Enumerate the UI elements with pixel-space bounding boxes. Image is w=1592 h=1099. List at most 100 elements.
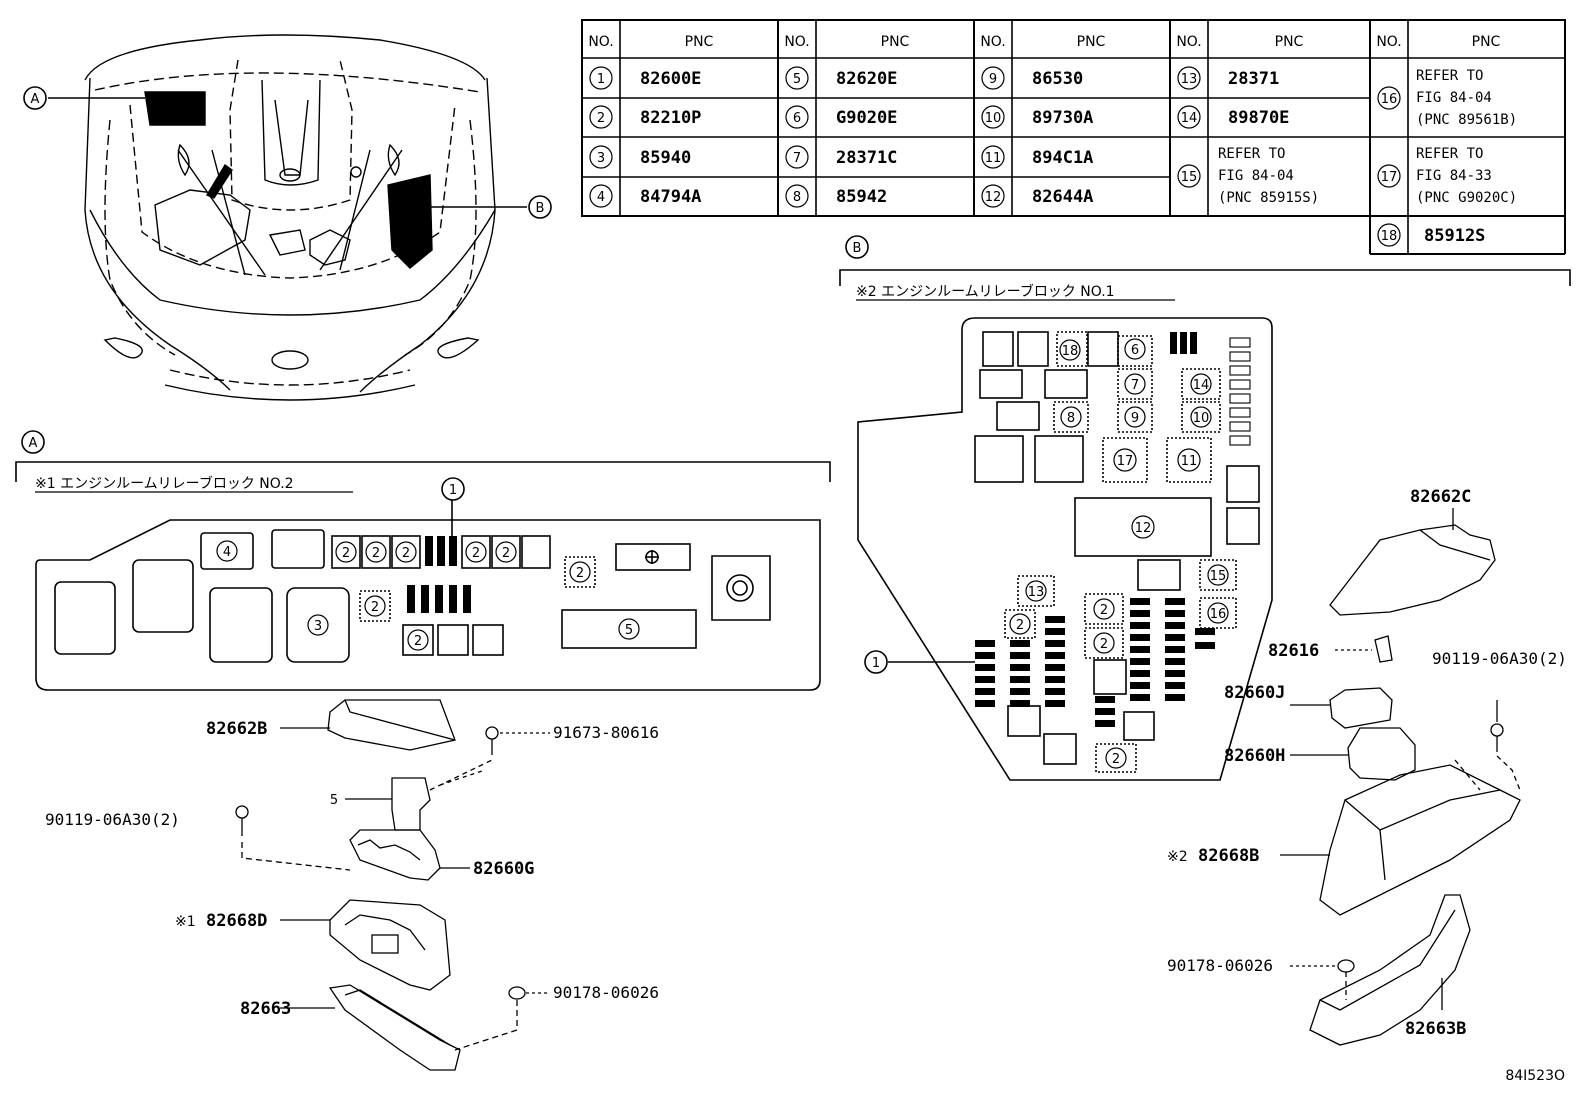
table-ref-line: (PNC G9020C) — [1416, 190, 1517, 206]
block-a-callout-circles — [216, 540, 640, 651]
section-a-marker: A — [29, 436, 38, 451]
part-item-5: 5 — [330, 793, 338, 808]
table-ref-line: FIG 84-04 — [1218, 168, 1294, 184]
part-82668D: 82668D — [206, 911, 267, 931]
block-b-label-6: 6 — [1131, 343, 1139, 358]
block-b-label-14: 14 — [1193, 378, 1210, 393]
relay-block-no1 — [857, 317, 1273, 781]
parts-table — [581, 19, 1566, 255]
table-cell-no: 12 — [985, 190, 1002, 205]
marker-a-car — [23, 86, 47, 110]
table-cell-no: 16 — [1381, 92, 1398, 107]
block-a-label-2: 2 — [472, 546, 480, 561]
section-b-bracket — [839, 235, 1571, 301]
part-note-1: ※1 — [175, 914, 196, 930]
table-cell-no: 4 — [597, 190, 605, 205]
table-header-pnc-4: PNC — [1275, 34, 1304, 50]
table-cell-pnc: G9020E — [836, 108, 897, 128]
block-b-label-13: 13 — [1028, 585, 1045, 600]
table-cell-no: 15 — [1181, 170, 1198, 185]
table-cell-pnc: 82644A — [1032, 187, 1093, 207]
block-b-label-2: 2 — [1016, 618, 1024, 633]
table-cell-no: 3 — [597, 151, 605, 166]
block-a-label-4: 4 — [223, 545, 231, 560]
table-ref-line: REFER TO — [1416, 68, 1483, 84]
part-82662B: 82662B — [206, 719, 267, 739]
block-b-label-18: 18 — [1062, 344, 1079, 359]
table-number-circles — [589, 66, 1401, 247]
table-cell-pnc: 89870E — [1228, 108, 1289, 128]
block-a-label-3: 3 — [314, 619, 322, 634]
part-82660J: 82660J — [1224, 683, 1285, 703]
block-a-label-1: 1 — [449, 483, 457, 498]
block-b-label-16: 16 — [1210, 607, 1227, 622]
block-b-label-2: 2 — [1100, 603, 1108, 618]
table-cell-pnc: 85940 — [640, 148, 691, 168]
part-82660H: 82660H — [1224, 746, 1285, 766]
block-a-label-2: 2 — [576, 566, 584, 581]
section-b-caption: ※2 エンジンルームリレーブロック NO.1 — [856, 283, 1115, 300]
table-header-no-1: NO. — [588, 34, 613, 50]
table-cell-no: 1 — [597, 72, 605, 87]
table-cell-no: 13 — [1181, 72, 1198, 87]
table-cell-no: 2 — [597, 111, 605, 126]
table-header-pnc-1: PNC — [685, 34, 714, 50]
table-cell-no: 8 — [793, 190, 801, 205]
table-header-no-4: NO. — [1176, 34, 1201, 50]
table-header-no-2: NO. — [784, 34, 809, 50]
table-cell-no: 18 — [1381, 229, 1398, 244]
table-cell-pnc: 82210P — [640, 108, 701, 128]
part-note-2: ※2 — [1167, 849, 1188, 865]
part-82660G: 82660G — [473, 859, 534, 879]
table-cell-no: 7 — [793, 151, 801, 166]
figure-id: 84I523O — [1505, 1068, 1565, 1084]
table-header-no-5: NO. — [1376, 34, 1401, 50]
table-cell-no: 6 — [793, 111, 801, 126]
block-a-label-5: 5 — [625, 623, 633, 638]
part-90178-06026: 90178-06026 — [553, 983, 659, 1002]
table-cell-no: 14 — [1181, 111, 1198, 126]
table-cell-pnc: 85942 — [836, 187, 887, 207]
left-exploded-parts — [235, 699, 550, 1071]
block-a-label-2: 2 — [372, 546, 380, 561]
table-header-no-3: NO. — [980, 34, 1005, 50]
table-cell-pnc: 86530 — [1032, 69, 1083, 89]
part-82616: 82616 — [1268, 641, 1319, 661]
block-b-label-2: 2 — [1112, 752, 1120, 767]
table-cell-pnc: 894C1A — [1032, 148, 1093, 168]
marker-a-car-label: A — [31, 92, 40, 107]
part-82663: 82663 — [240, 999, 291, 1019]
block-b-label-1: 1 — [872, 656, 880, 671]
section-a-caption: ※1 エンジンルームリレーブロック NO.2 — [35, 475, 294, 492]
block-a-label-2: 2 — [402, 546, 410, 561]
table-ref-line: REFER TO — [1218, 146, 1285, 162]
block-a-label-2: 2 — [414, 634, 422, 649]
part-90119-06A30-right: 90119-06A30(2) — [1432, 649, 1567, 668]
table-ref-line: REFER TO — [1416, 146, 1483, 162]
table-cell-no: 17 — [1381, 170, 1398, 185]
block-b-label-9: 9 — [1131, 411, 1139, 426]
block-b-callout-circles — [1009, 338, 1229, 769]
marker-b-car-label: B — [536, 201, 545, 216]
table-cell-pnc: 84794A — [640, 187, 701, 207]
relay-block-no2 — [35, 477, 821, 691]
block-b-label-17: 17 — [1117, 454, 1134, 469]
marker-b-car — [528, 195, 552, 219]
block-a-label-2: 2 — [342, 546, 350, 561]
table-cell-no: 9 — [989, 72, 997, 87]
part-90119-06A30: 90119-06A30(2) — [45, 810, 180, 829]
table-cell-no: 5 — [793, 72, 801, 87]
section-a-bracket — [15, 430, 831, 493]
part-82668B: 82668B — [1198, 846, 1259, 866]
block-b-label-12: 12 — [1135, 521, 1152, 536]
block-b-label-11: 11 — [1181, 454, 1198, 469]
table-cell-pnc: 28371C — [836, 148, 897, 168]
part-82663B: 82663B — [1405, 1019, 1466, 1039]
table-cell-pnc: 85912S — [1424, 226, 1485, 246]
block-b-label-7: 7 — [1131, 378, 1139, 393]
part-82662C: 82662C — [1410, 487, 1471, 507]
part-90178-06026-right: 90178-06026 — [1167, 956, 1273, 975]
table-ref-line: (PNC 89561B) — [1416, 112, 1517, 128]
table-cell-no: 11 — [985, 151, 1002, 166]
